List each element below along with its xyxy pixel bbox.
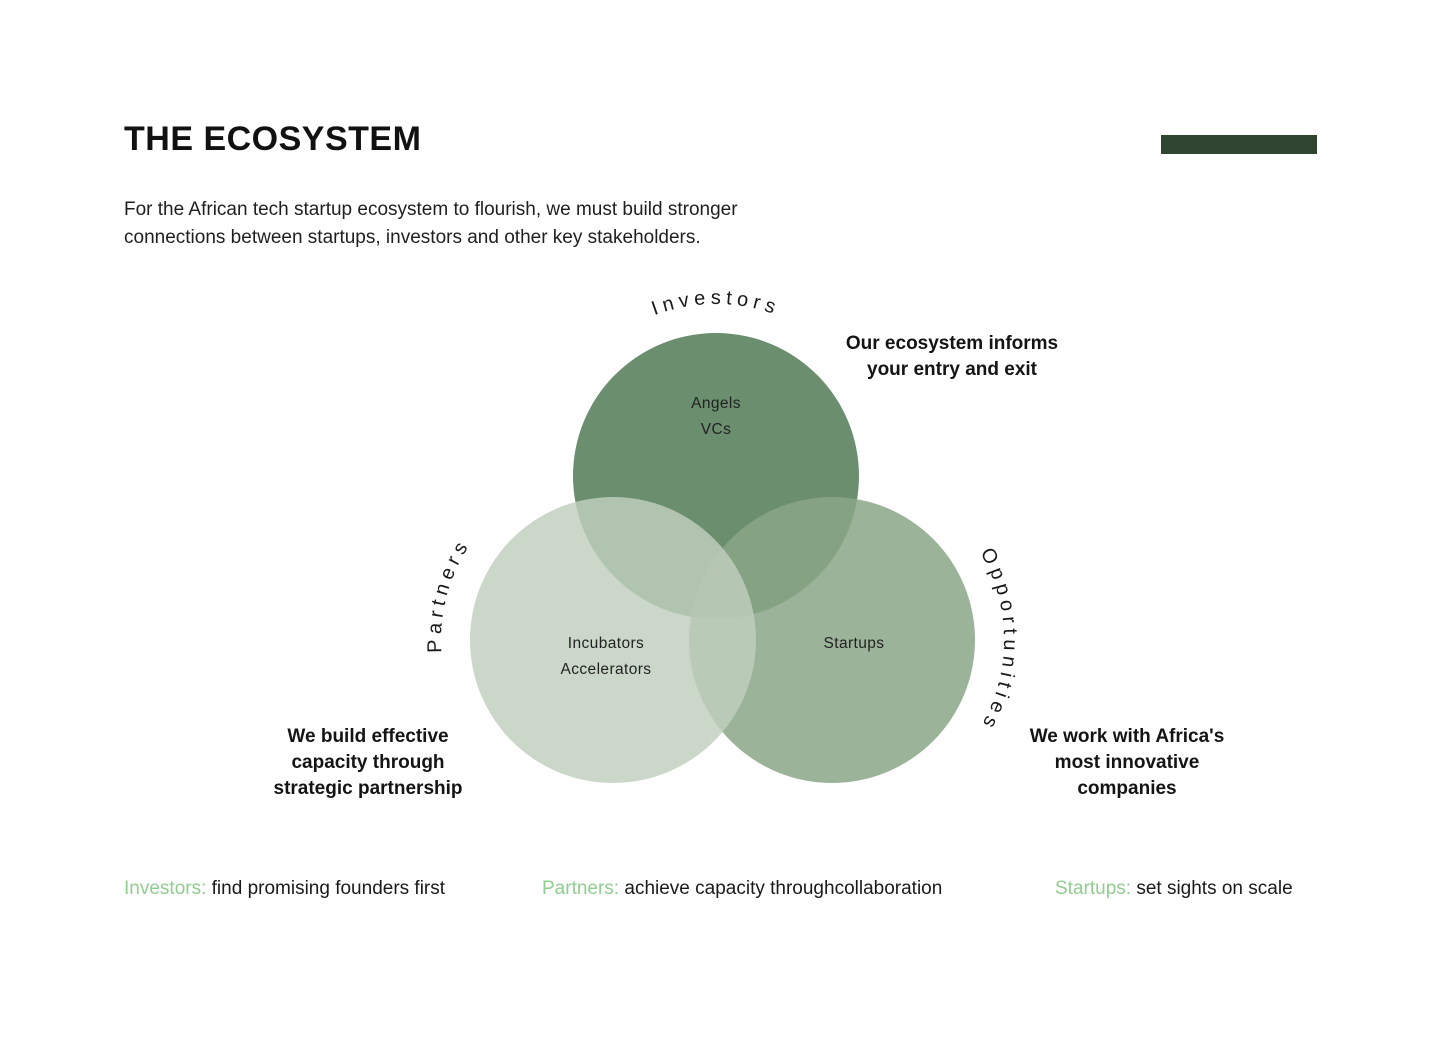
partners-circle — [470, 497, 756, 783]
circle-item-vcs: VCs — [701, 421, 731, 438]
circle-item-startups: Startups — [824, 635, 885, 652]
footer-investors-label: Investors: — [124, 878, 207, 899]
circle-item-accelerators: Accelerators — [561, 661, 652, 678]
accent-bar — [1161, 135, 1317, 154]
investors-caption: Our ecosystem informs your entry and exi… — [845, 333, 1059, 380]
investors-arc-label: Investors — [649, 287, 784, 320]
page-title: THE ECOSYSTEM — [124, 120, 422, 158]
partners-arc-text: Partners — [424, 534, 470, 653]
partners-caption: We build effective capacity through stra… — [273, 726, 463, 799]
opportunities-circle — [689, 497, 975, 783]
footer-investors-text: find promising founders first — [211, 878, 446, 899]
footer-startups-text: set sights on scale — [1136, 878, 1293, 899]
opportunities-arc-label: Opportunities — [976, 544, 1022, 736]
partners-arc-label: Partners — [424, 534, 475, 653]
intro-text: For the African tech startup ecosystem t… — [124, 199, 738, 248]
footer-partners: Partners: achieve capacity throughcollab… — [542, 878, 942, 900]
investors-arc-text: Investors — [649, 287, 779, 320]
opportunities-caption: We work with Africa's most innovative co… — [1029, 726, 1225, 799]
footer-investors: Investors: find promising founders first — [124, 878, 445, 900]
footer-partners-text: achieve capacity throughcollaboration — [624, 878, 943, 899]
footer-startups-label: Startups: — [1055, 878, 1132, 899]
footer-partners-label: Partners: — [542, 878, 620, 899]
circle-item-angels: Angels — [691, 395, 741, 412]
circle-item-incubators: Incubators — [568, 635, 644, 652]
footer-startups: Startups: set sights on scale — [1055, 878, 1293, 900]
opportunities-arc-text: Opportunities — [976, 544, 1017, 736]
